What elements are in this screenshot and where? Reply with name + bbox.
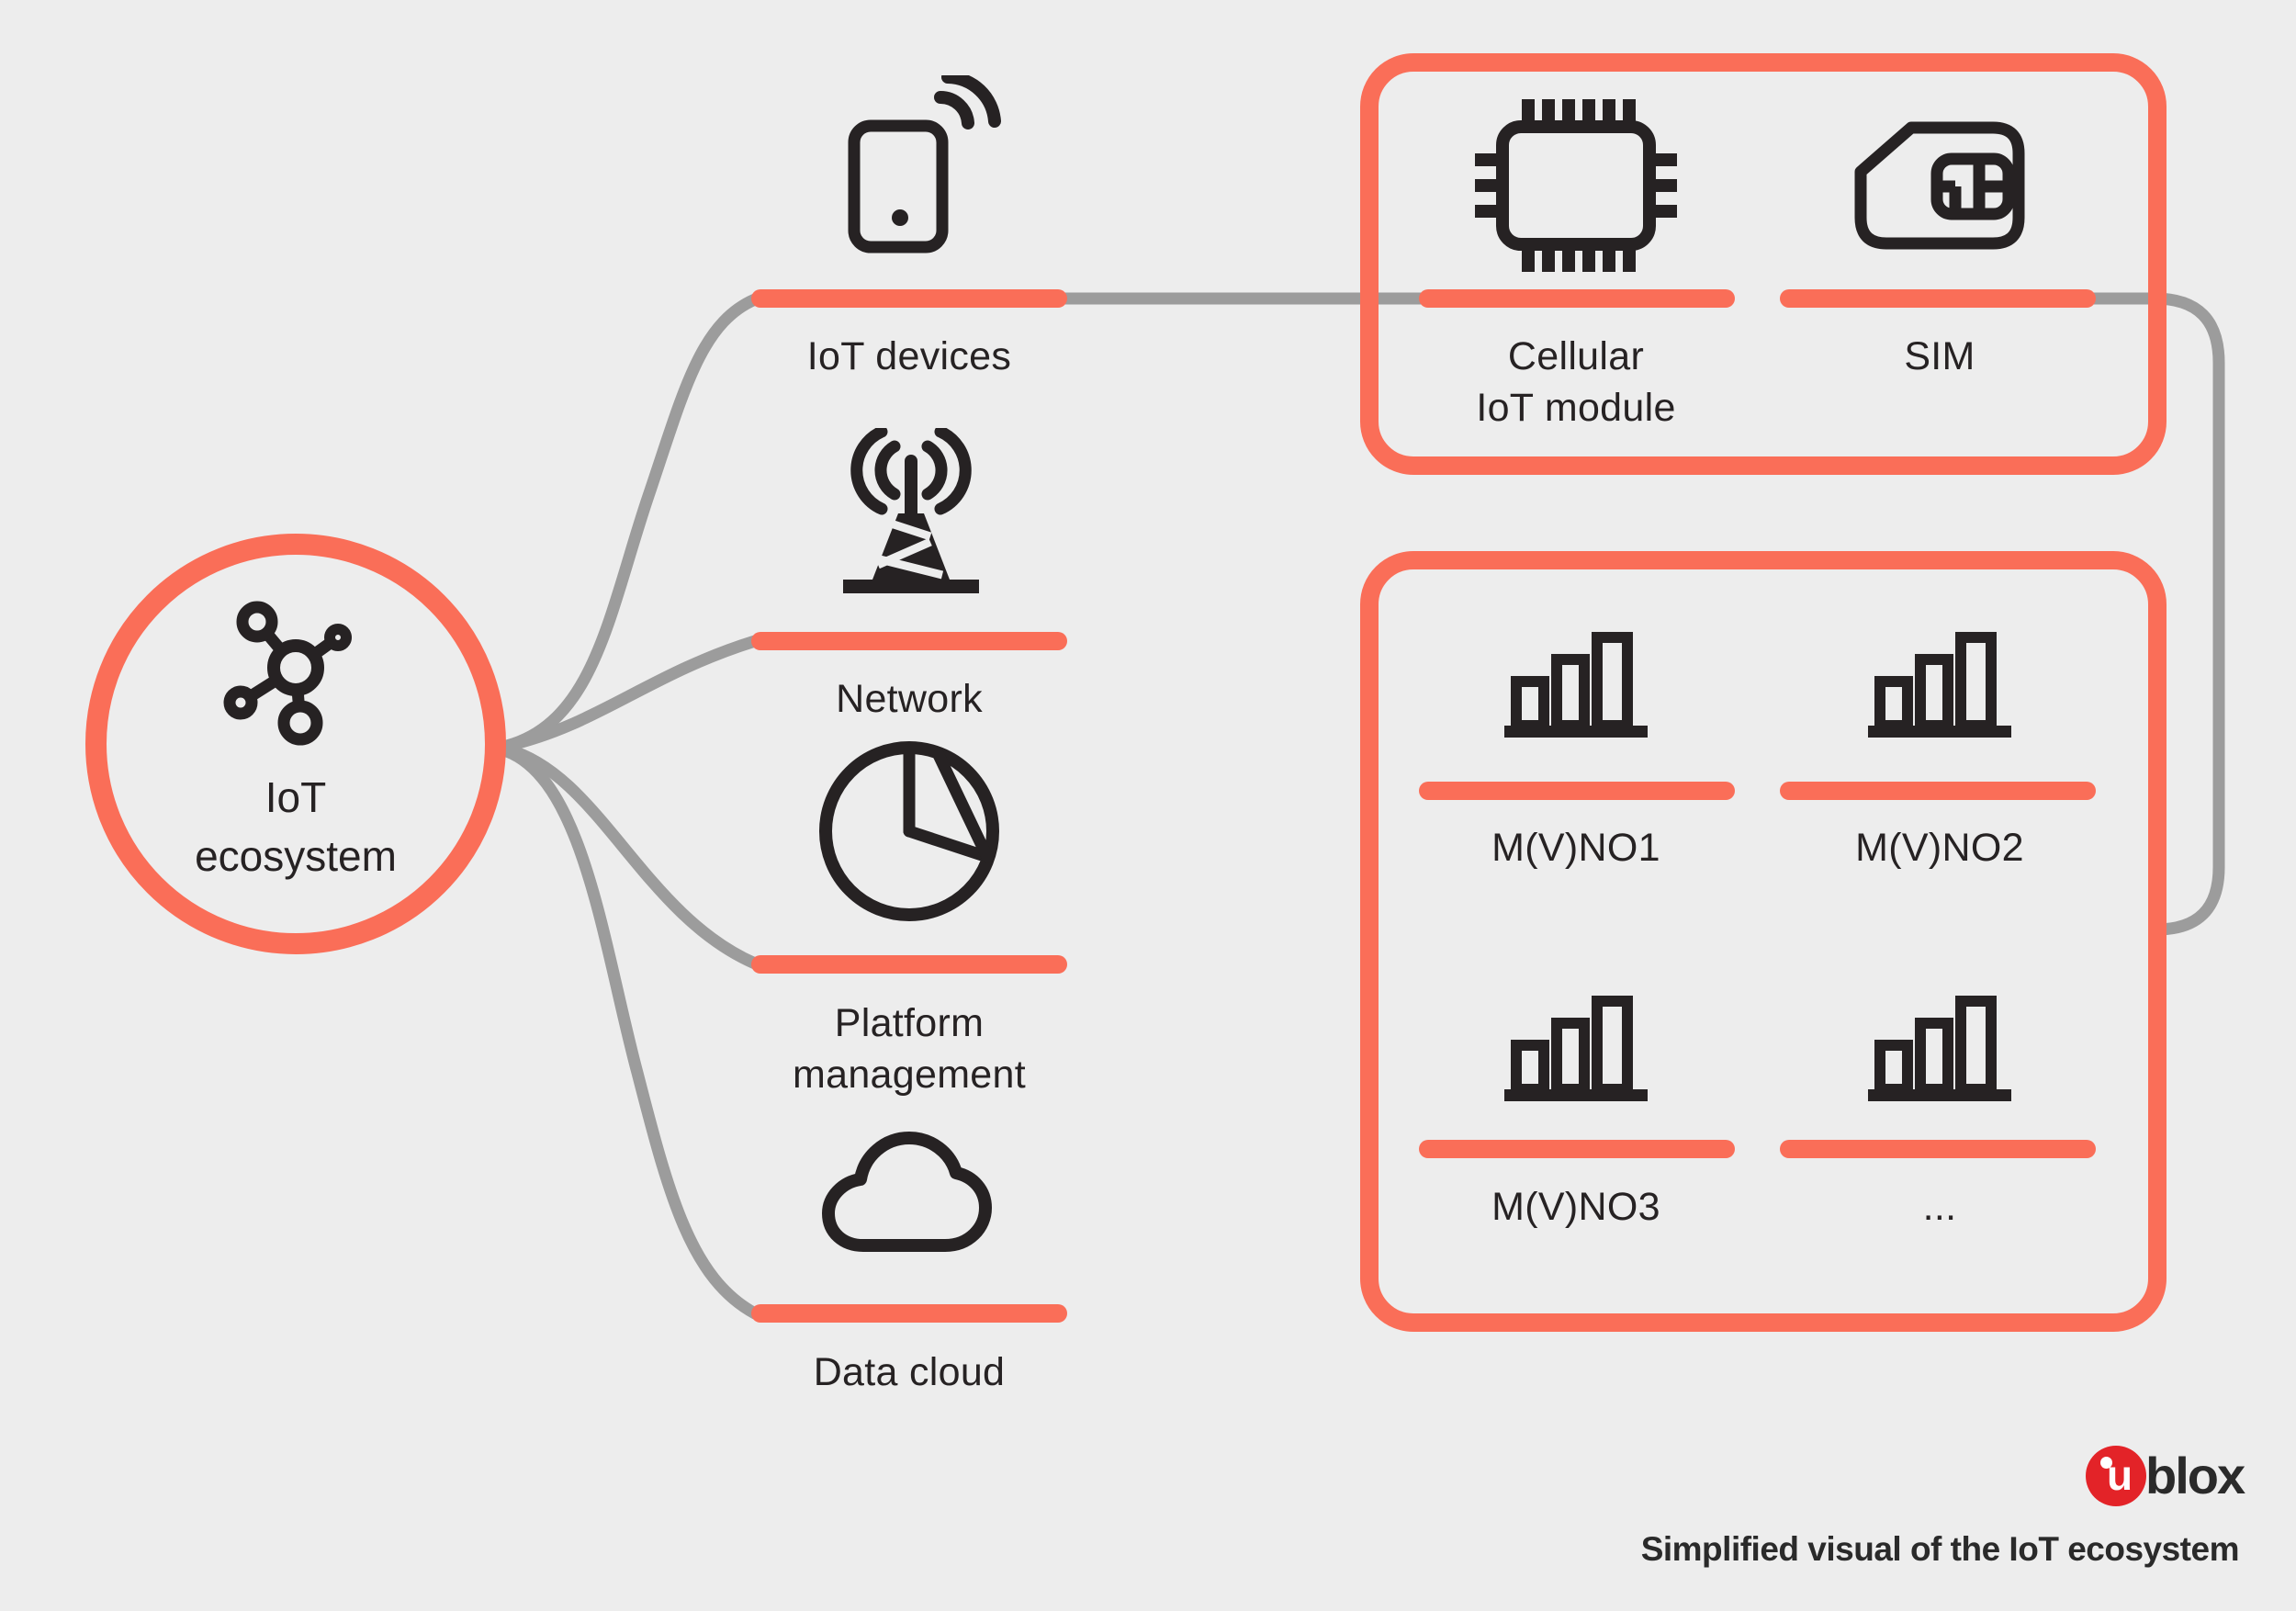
connector-hub-iot-devices (501, 293, 761, 752)
ublox-logo-dot (2100, 1457, 2112, 1469)
underline-mvno2 (1780, 782, 2096, 800)
label-cellular-module: Cellular IoT module (1346, 331, 1806, 434)
underline-platform (751, 955, 1067, 974)
connector-hub-network (501, 635, 761, 752)
sim-card-icon (1854, 121, 2025, 250)
radio-tower-icon (838, 428, 985, 599)
phone-signal-icon (845, 75, 1001, 259)
label-network: Network (836, 677, 983, 721)
underline-iot-devices (751, 289, 1067, 308)
label-cellular-line2: IoT module (1476, 386, 1676, 430)
connector-hub-platform (501, 743, 761, 970)
chip-icon (1463, 88, 1689, 283)
label-cellular-line1: Cellular (1507, 334, 1645, 378)
label-data-cloud: Data cloud (813, 1350, 1006, 1394)
label-mvno-more: ... (1922, 1185, 1957, 1229)
underline-data-cloud (751, 1304, 1067, 1323)
ublox-logo-text: blox (2145, 1447, 2245, 1504)
ublox-logo-mark: u (2086, 1446, 2146, 1506)
network-nodes-icon (220, 597, 372, 758)
connector-sim-operators (2086, 292, 2225, 936)
label-platform-line1: Platform (834, 1001, 985, 1045)
label-iot-devices: IoT devices (806, 334, 1012, 378)
signal-bars-icon (1503, 632, 1649, 740)
signal-bars-icon (1866, 996, 2013, 1104)
underline-mvno-more (1780, 1140, 2096, 1158)
label-mvno3: M(V)NO3 (1491, 1185, 1660, 1229)
signal-bars-icon (1503, 996, 1649, 1104)
hub-label-line1: IoT (264, 773, 327, 821)
underline-cellular-module (1419, 289, 1735, 308)
ublox-logo-u: u (2107, 1451, 2133, 1499)
cellular-module-box (1360, 53, 2167, 475)
label-platform: Platform management (680, 997, 1139, 1100)
pie-chart-icon (813, 735, 1006, 928)
signal-bars-icon (1866, 632, 2013, 740)
diagram-caption: Simplified visual of the IoT ecosystem (1640, 1530, 2240, 1568)
hub-label-line2: ecosystem (195, 832, 397, 880)
underline-mvno3 (1419, 1140, 1735, 1158)
underline-network (751, 632, 1067, 650)
underline-mvno1 (1419, 782, 1735, 800)
label-platform-line2: management (793, 1053, 1026, 1097)
underline-sim (1780, 289, 2096, 308)
hub-label: IoT ecosystem (66, 768, 525, 885)
label-sim: SIM (1904, 334, 1975, 378)
operator-box (1360, 551, 2167, 1332)
cloud-icon (811, 1128, 1004, 1266)
label-mvno2: M(V)NO2 (1855, 826, 2024, 870)
label-mvno1: M(V)NO1 (1491, 826, 1660, 870)
connector-hub-data-cloud (501, 745, 761, 1320)
